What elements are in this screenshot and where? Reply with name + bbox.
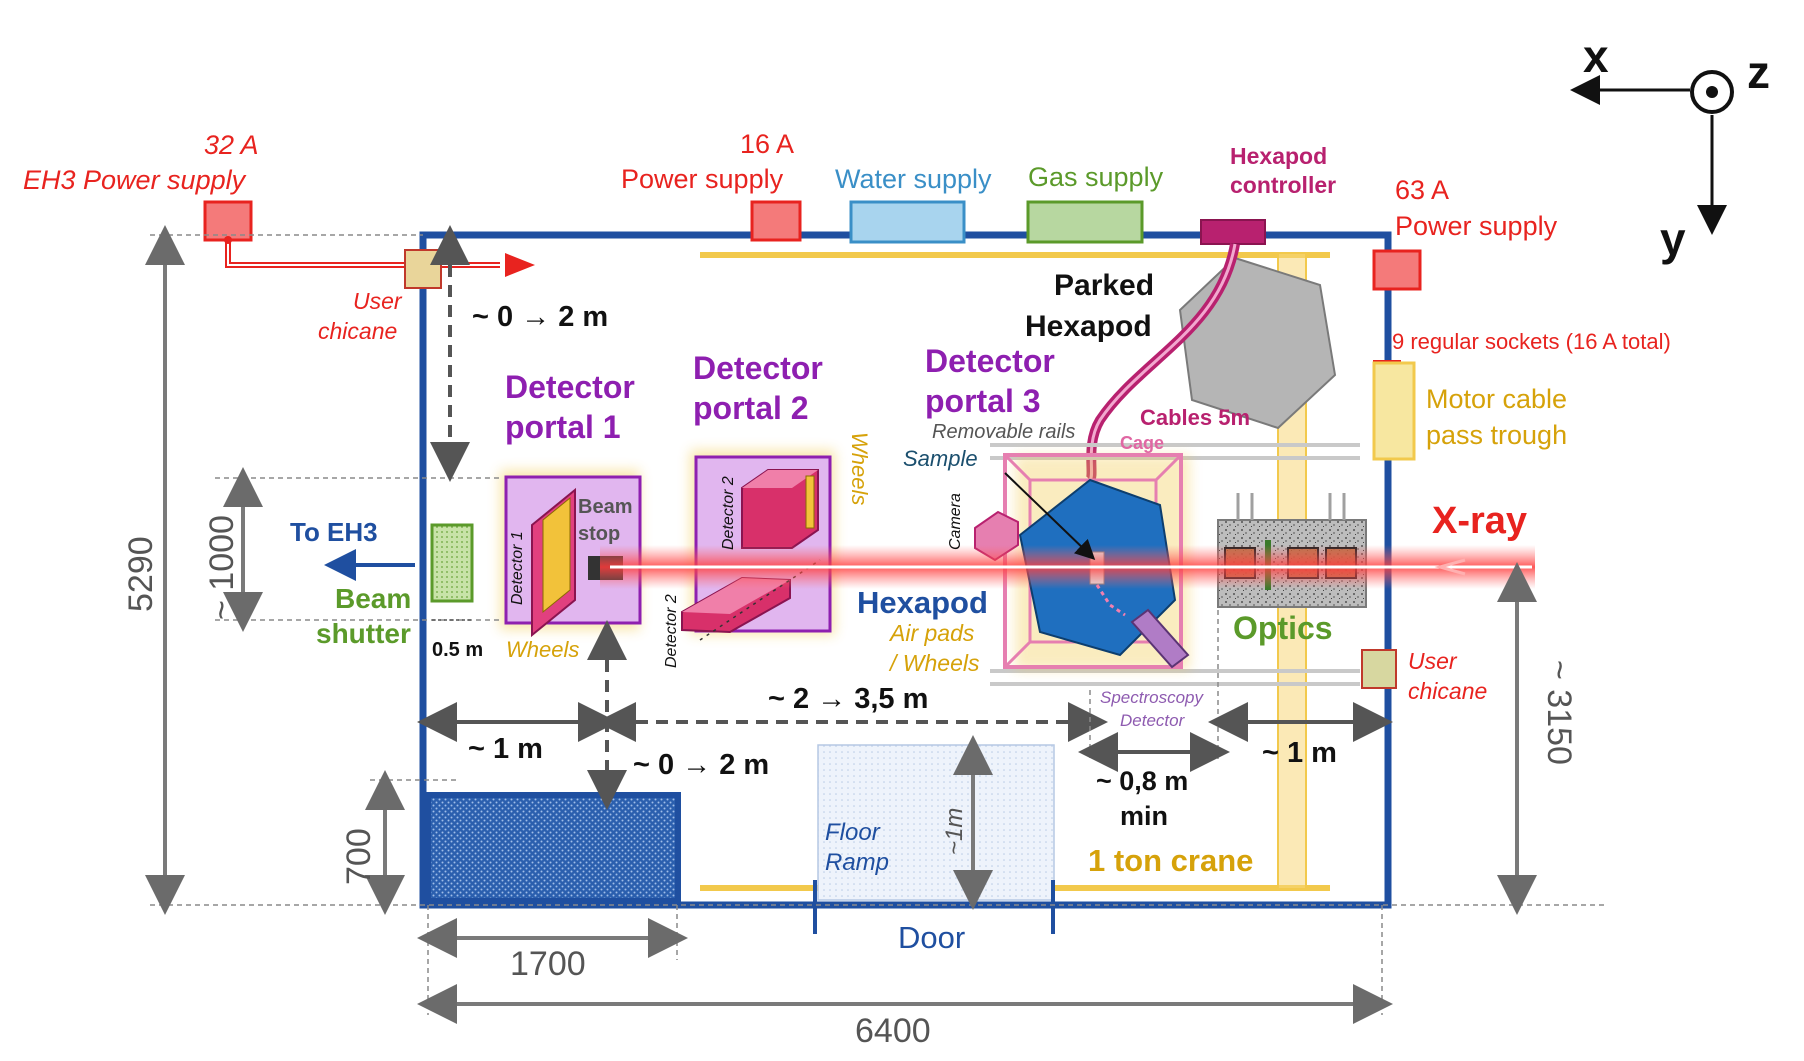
beam-shutter-label-1: Beam <box>335 583 411 614</box>
hexapod-controller-box <box>1200 219 1266 245</box>
water-supply-box <box>849 200 966 244</box>
xray-arrowhead <box>1434 558 1466 576</box>
detector-1-label: Detector 1 <box>509 531 526 605</box>
axis-x-label: x <box>1583 30 1609 82</box>
dim-08-label-2: min <box>1120 801 1168 831</box>
portal-1-label-1: Detector <box>505 369 635 405</box>
portal-1-label-2: portal 1 <box>505 409 621 445</box>
sample-pointer <box>1004 472 1096 560</box>
air-pads-label-1: Air pads <box>888 620 975 646</box>
floor-ramp-label-2: Ramp <box>825 849 889 876</box>
motor-cable-label-2: pass trough <box>1426 420 1567 450</box>
eh3-cable-arrowhead <box>505 253 535 277</box>
portal-2-label-2: portal 2 <box>693 390 809 426</box>
dim-6400-label: 6400 <box>855 1012 931 1050</box>
chicane-right-label-1: User <box>1408 648 1458 674</box>
chicane-top-label-2: chicane <box>318 318 397 344</box>
dim-700-label: 700 <box>340 828 378 885</box>
axis-y-label: y <box>1660 213 1686 265</box>
portal-3-label-2: portal 3 <box>925 383 1041 419</box>
cage-label: Cage <box>1120 433 1164 453</box>
parked-hexapod-label-2: Hexapod <box>1025 310 1152 343</box>
detector-2a-label: Detector 2 <box>720 476 737 550</box>
parked-hexapod <box>1178 256 1337 430</box>
p63-amp-label: 63 A <box>1395 175 1449 205</box>
spectro-label-2: Detector <box>1120 711 1186 730</box>
portal-2-label-1: Detector <box>693 350 823 386</box>
dim-3150-label: ~ 3150 <box>1540 660 1578 765</box>
beam-shutter-label-2: shutter <box>316 618 411 649</box>
hexapod-controller-label-2: controller <box>1230 172 1336 198</box>
door-label: Door <box>898 920 965 955</box>
wheels-label: Wheels <box>506 637 579 662</box>
xray-label: X-ray <box>1432 500 1527 542</box>
removable-rails-label: Removable rails <box>932 421 1075 443</box>
hexapod-controller-label-1: Hexapod <box>1230 143 1327 169</box>
floor-ramp-label-1: Floor <box>825 819 881 846</box>
air-pads-label-2: / Wheels <box>888 650 980 676</box>
dim-0-2-bottom-label: ~ 0 → 2 m <box>633 749 769 781</box>
gas-supply-label: Gas supply <box>1028 162 1164 192</box>
dim-05-label: 0.5 m <box>432 639 483 661</box>
gas-supply-box <box>1026 200 1144 244</box>
motor-cable-label-1: Motor cable <box>1426 384 1567 414</box>
beam-shutter <box>430 523 474 603</box>
dim-5290-label: 5290 <box>122 536 160 612</box>
dim-1m-left-label: ~ 1 m <box>468 733 543 765</box>
axis-z-label: z <box>1747 46 1770 98</box>
eh3-power-cable <box>225 240 500 268</box>
power-16a-box <box>750 200 802 242</box>
floor-ramp <box>817 744 1055 901</box>
dim-1m-right-label: ~ 1 m <box>1262 737 1337 769</box>
dim-1000-label: ~ 1000 <box>203 515 241 620</box>
chicane-right-label-2: chicane <box>1408 678 1487 704</box>
spectro-label-1: Spectroscopy <box>1100 688 1204 707</box>
sockets-label: 9 regular sockets (16 A total) <box>1392 329 1671 354</box>
camera-label: Camera <box>947 493 964 550</box>
to-eh3-label: To EH3 <box>290 517 378 547</box>
dim-1700-label: 1700 <box>510 945 586 983</box>
user-chicane-top <box>404 249 442 289</box>
optics-label: Optics <box>1233 610 1333 646</box>
storage-block <box>425 792 681 904</box>
dim-2-35-label: ~ 2 → 3,5 m <box>768 683 928 715</box>
hexapod-label: Hexapod <box>857 585 988 620</box>
p16-amp-label: 16 A <box>740 129 794 159</box>
sample-label: Sample <box>903 446 978 471</box>
eh3-amp-label: 32 A <box>204 130 259 160</box>
dim-0-2-top-label: ~ 0 → 2 m <box>472 301 608 333</box>
user-chicane-right <box>1361 649 1397 689</box>
portal-3-label-1: Detector <box>925 343 1055 379</box>
crane-label: 1 ton crane <box>1088 843 1253 878</box>
wheels-vertical-label: Wheels <box>847 432 872 505</box>
p16-power-label: Power supply <box>621 164 784 194</box>
detector-2b-label: Detector 2 <box>663 594 680 668</box>
cables-label: Cables 5m <box>1140 405 1250 430</box>
sample-trail <box>1095 584 1126 617</box>
spectroscopy-detector <box>1130 608 1190 669</box>
power-63a-box <box>1372 249 1422 291</box>
dim-08-label-1: ~ 0,8 m <box>1096 766 1188 796</box>
beam-stop-label-2: stop <box>578 523 620 545</box>
dim-ramp-label: ~1m <box>941 808 968 855</box>
water-supply-label: Water supply <box>835 164 992 194</box>
eh3-power-label: EH3 Power supply <box>23 165 247 195</box>
p63-power-label: Power supply <box>1395 211 1558 241</box>
parked-hexapod-label-1: Parked <box>1054 269 1154 302</box>
motor-cable-trough <box>1372 361 1416 461</box>
chicane-top-label-1: User <box>353 288 403 314</box>
beam-stop-label-1: Beam <box>578 496 632 518</box>
